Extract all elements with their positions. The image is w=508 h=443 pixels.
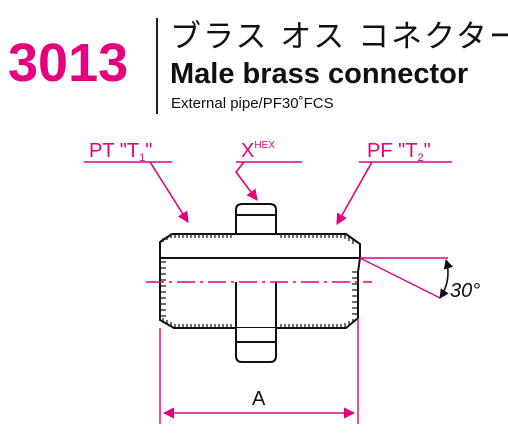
model-code: 3013 <box>8 33 129 93</box>
pt-leader-line <box>149 161 189 223</box>
svg-text:XHEX: XHEX <box>241 140 275 162</box>
dimension-label-a: A <box>252 388 266 410</box>
hex-size-label: XHEX <box>241 140 275 162</box>
svg-text:PT "T1": PT "T1" <box>89 140 152 164</box>
top-left-thread <box>162 234 232 242</box>
product-title-japanese: ブラス オス コネクター <box>170 19 508 55</box>
hex-label-main: X <box>241 140 254 162</box>
product-subtitle: External pipe/PF30˚FCS <box>171 95 334 112</box>
pf-thread-label: PF "T2" <box>367 140 431 164</box>
hex-label-superscript: HEX <box>254 140 275 151</box>
flare-angle-line <box>359 257 441 299</box>
connector-body <box>159 203 361 363</box>
pt-thread-label: PT "T1" <box>89 140 152 164</box>
lower-body <box>159 257 361 329</box>
bottom-right-thread <box>280 319 354 328</box>
bottom-left-thread <box>162 318 232 328</box>
left-thread-side <box>160 261 166 317</box>
pt-label-prefix: PT "T <box>89 140 139 162</box>
bottom-hex-nut <box>235 328 277 363</box>
pf-label-prefix: PF "T <box>367 140 417 162</box>
flare-angle-label: 30° <box>450 280 480 302</box>
top-hex-nut <box>235 203 277 234</box>
pt-label-suffix: " <box>145 140 152 162</box>
upper-body <box>159 233 361 259</box>
pf-label-subscript: 2 <box>417 152 423 164</box>
pt-label-subscript: 1 <box>139 152 145 164</box>
hex-leader-line <box>234 161 258 201</box>
top-right-thread <box>280 234 354 244</box>
product-title-english: Male brass connector <box>170 58 469 90</box>
pf-label-suffix: " <box>424 140 431 162</box>
flare-angle-arc <box>439 259 454 299</box>
title-divider <box>156 18 158 114</box>
svg-text:PF "T2": PF "T2" <box>367 140 431 164</box>
pf-leader-line <box>336 161 373 225</box>
right-thread-side <box>352 271 358 315</box>
